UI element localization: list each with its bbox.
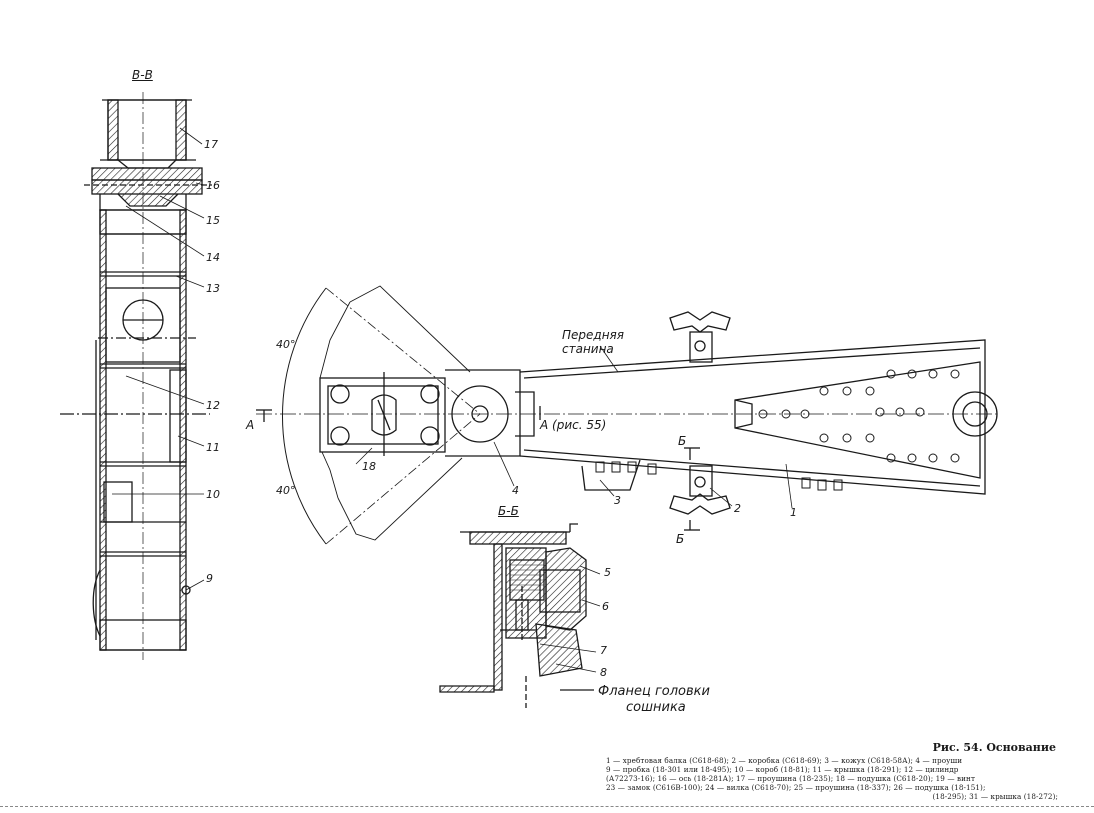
callout-2: 2 xyxy=(734,502,741,515)
legend-line: 1 — хребтовая балка (С618-68); 2 — короб… xyxy=(606,756,963,765)
callout-1: 1 xyxy=(790,506,797,519)
callout-16: 16 xyxy=(206,179,220,192)
angle-bottom-label: 40° xyxy=(276,484,296,497)
leader-lines-bb xyxy=(539,565,601,673)
callout-9: 9 xyxy=(206,572,213,585)
callout-14: 14 xyxy=(206,251,220,264)
callout-10: 10 xyxy=(206,488,220,501)
section-vv-title: В-В xyxy=(132,68,153,82)
section-a-left-marker: А xyxy=(246,418,255,432)
section-a-right-marker: А (рис. 55) xyxy=(540,418,607,432)
callout-8: 8 xyxy=(600,666,607,679)
main-assembly-view xyxy=(256,285,1000,545)
callout-7: 7 xyxy=(600,644,607,657)
section-vv-view xyxy=(60,92,212,660)
legend-line: 23 — замок (С616В-100); 24 — вилка (С618… xyxy=(606,783,986,792)
legend-line: 9 — пробка (18-301 или 18-495); 10 — кор… xyxy=(606,765,959,774)
section-bb-view xyxy=(439,523,594,708)
figure-legend: 1 — хребтовая балка (С618-68); 2 — короб… xyxy=(606,756,1058,801)
angle-top-label: 40° xyxy=(276,338,296,351)
flange-label-2: сошника xyxy=(626,700,686,715)
callout-5: 5 xyxy=(604,566,611,579)
callout-3: 3 xyxy=(614,494,621,507)
front-frame-label-2: станина xyxy=(562,342,614,356)
callout-11: 11 xyxy=(206,441,220,454)
callout-12: 12 xyxy=(206,399,220,412)
leader-lines-main xyxy=(355,345,793,509)
flange-label-1: Фланец головки xyxy=(598,684,710,699)
legend-line: (18-295); 31 — крышка (18-272); xyxy=(932,792,1058,801)
callout-13: 13 xyxy=(206,282,220,295)
leader-lines-vv xyxy=(112,127,205,591)
section-b-bottom-marker: Б xyxy=(676,532,685,546)
callout-15: 15 xyxy=(206,214,220,227)
callout-17: 17 xyxy=(204,138,218,151)
figure-title: Рис. 54. Основание xyxy=(932,741,1056,754)
section-b-top-marker: Б xyxy=(678,434,687,448)
callout-4: 4 xyxy=(512,484,519,497)
legend-line: (А72273-16); 16 — ось (18-281А); 17 — пр… xyxy=(606,774,976,783)
front-frame-label-1: Передняя xyxy=(562,328,624,342)
callout-6: 6 xyxy=(602,600,609,613)
page-bottom-divider xyxy=(0,806,1094,807)
section-bb-title: Б-Б xyxy=(498,504,519,518)
callout-18: 18 xyxy=(362,460,376,473)
